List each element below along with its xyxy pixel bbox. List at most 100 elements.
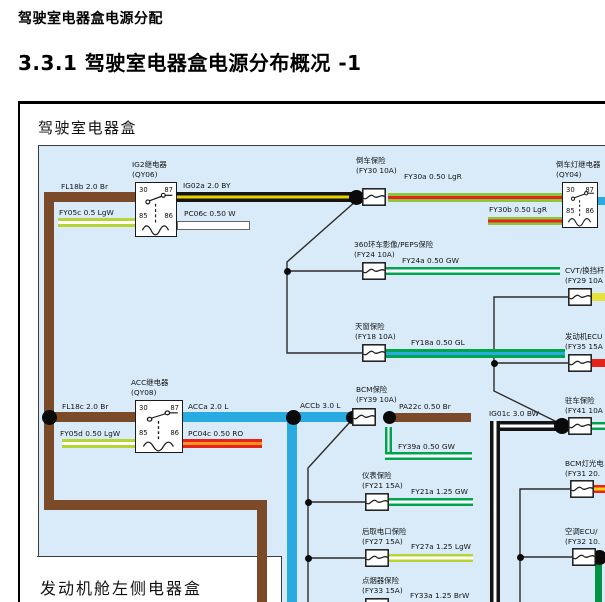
wire-BW [497,421,557,431]
relay-symbol: 30 87 85 86 [562,182,598,228]
wire-label: PA22c 0.50 Br [399,402,451,411]
wire-label: IG02a 2.0 BY [183,181,231,190]
junction-node [283,267,291,275]
wire-label: IG01c 3.0 BW [489,409,539,418]
fuse-label: 仪表保险(FY21 15A) [362,471,403,490]
pin-label: 86 [164,212,173,221]
wire-Br [257,500,267,602]
page-kicker: 驾驶室电器盒电源分配 [18,11,163,27]
wire-label: FY30a 0.50 LgR [404,172,462,181]
fuse-symbol [362,188,386,206]
wire-label: FL18c 2.0 Br [62,402,109,411]
wire-L [287,412,297,602]
wire-label: FY39a 0.50 GW [398,442,455,451]
relay-symbol: 30 87 85 86 [135,400,183,453]
wire-DG [595,560,602,602]
wire-RO [183,439,262,448]
wire-label: FY24a 0.50 GW [402,256,459,265]
wire-L [183,412,293,422]
cab-box-label: 驾驶室电器盒 [38,119,138,137]
wire-R [592,359,605,367]
fuse-symbol [362,262,386,280]
wire-BW [490,421,500,602]
pin-label: 87 [585,186,594,194]
wire-GW [592,422,605,430]
wire-RY [594,485,605,493]
wire-LgW [58,218,135,227]
fuse-label: 驻车保险(FY41 10A [565,396,603,415]
wire-label: ACCb 3.0 L [300,401,341,410]
junction-node [285,409,301,425]
wire-Br [44,192,135,202]
wire-GW [385,427,392,456]
fuse-label: 后取电口保险(FY27 15A) [362,527,407,546]
wire-BY [177,192,357,202]
junction-node [304,554,312,562]
junction-node [554,418,570,434]
junction-node [348,189,364,205]
wire-Y [592,293,605,301]
junction-node [41,409,57,425]
pin-label: 85 [566,207,575,216]
wire-label: FY05d 0.50 LgW [60,429,121,438]
junction-node [516,553,524,561]
engine-bay-box [37,556,282,602]
wire-label: PC04c 0.50 RO [188,429,244,438]
fuse-symbol [365,493,389,511]
wire-label: FL18b 2.0 Br [61,182,109,191]
wire-label: FY30b 0.50 LgR [489,205,547,214]
fuse-label: BCM保险(FY39 10A) [356,385,397,404]
wire-label: FY21a 1.25 GW [411,487,468,496]
wire-L [598,197,605,205]
wire-label: FY27a 1.25 LgW [411,542,471,551]
page-title: 3.3.1 驾驶室电器盒电源分布概况 -1 [18,51,362,75]
fuse-symbol [568,417,592,435]
wire-GW [385,452,472,460]
fuse-symbol [352,408,376,426]
wire-LgW [62,439,135,448]
relay-symbol: 30 87 85 86 [135,182,177,237]
wire-Br [44,192,54,510]
fuse-symbol [570,480,594,498]
wire-GW [389,498,473,506]
pin-label: 87 [164,186,173,194]
fuse-label: 空调ECU/(FY32 10. [565,527,601,546]
wire-GL [386,349,565,358]
pin-label: 85 [139,429,148,438]
outer-frame [18,101,605,602]
fuse-label: 360环车影像/PEPS保险(FY24 10A) [354,240,434,259]
wire-label: FY33a 1.25 BrW [410,591,470,600]
fuse-label: 倒车保险(FY30 10A) [356,156,397,175]
pin-label: 85 [139,212,148,221]
pin-label: 86 [585,207,594,216]
junction-node [382,410,396,424]
pin-label: 30 [139,404,148,412]
junction-node [304,498,312,506]
wire-Br [44,412,135,422]
pin-label: 30 [566,186,575,194]
wire-label: FY18a 0.50 GL [411,338,465,347]
wire-L [293,412,353,422]
fuse-symbol [365,549,389,567]
wire-label: FY05c 0.5 LgW [59,208,114,217]
pin-label: 87 [170,404,179,412]
wire-LgW [389,554,473,562]
engine-bay-box-label: 发动机舱左侧电器盒 [40,579,203,598]
fuse-label: 发动机ECU(FY35 15A [565,332,603,351]
fuse-symbol [568,354,592,372]
wire-LgR [388,193,562,202]
relay-label: 倒车灯继电器(QY04) [556,160,601,179]
fuse-symbol [572,548,596,566]
relay-label: IG2继电器(QY06) [132,160,167,179]
fuse-symbol [365,598,389,602]
pin-label: 86 [170,429,179,438]
wire-W [177,221,250,230]
wire-GW [386,267,560,275]
fuse-symbol [568,288,592,306]
fuse-label: 天窗保险(FY18 10A) [355,322,396,341]
wire-Br [44,500,267,510]
junction-node [490,359,498,367]
pin-label: 30 [139,186,148,194]
